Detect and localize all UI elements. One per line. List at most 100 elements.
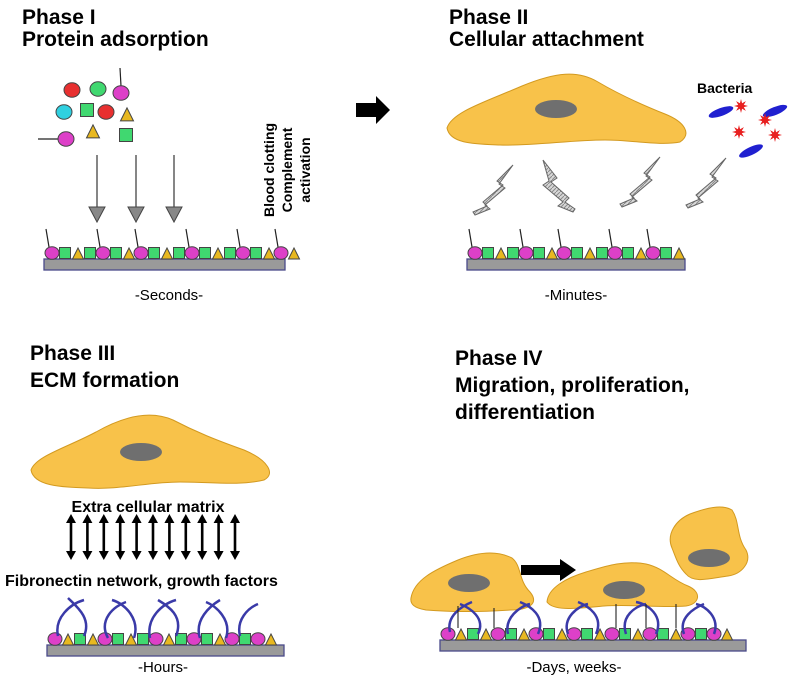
phase2-cell	[446, 73, 687, 146]
protein-circle	[148, 632, 164, 646]
phase4-cell-right	[669, 506, 749, 581]
fibronectin-fiber	[103, 600, 127, 639]
protein-circle	[184, 246, 200, 260]
protein-square	[224, 247, 236, 259]
bacteria-star-icon	[768, 128, 782, 142]
protein-triangle	[71, 246, 85, 260]
substrate-surface	[439, 639, 747, 652]
phase1-timescale: -Seconds-	[135, 287, 203, 304]
protein-triangle	[454, 627, 468, 641]
substrate-surface	[46, 644, 285, 657]
fibronectin-fiber	[519, 600, 542, 635]
fibronectin-fiber	[56, 598, 85, 637]
bacteria-rod-icon	[708, 106, 734, 118]
fibronectin-fiber	[459, 602, 482, 635]
phase3-substrate	[46, 632, 285, 657]
protein-square	[59, 247, 71, 259]
protein-circle	[607, 246, 623, 260]
substrate-surface	[43, 258, 286, 271]
protein-triangle	[555, 627, 569, 641]
double-arrow-up-head	[148, 514, 158, 523]
double-arrow-down-head	[197, 551, 208, 560]
phase3-double-arrows	[66, 514, 240, 560]
protein-stem	[45, 228, 50, 248]
cell-nucleus	[535, 100, 577, 118]
protein-square	[137, 633, 149, 645]
protein-circle	[518, 246, 534, 260]
protein-triangle	[494, 246, 508, 260]
double-arrow-down-head	[98, 551, 109, 560]
phase3-timescale: -Hours-	[138, 659, 188, 676]
protein-circle	[556, 246, 572, 260]
double-arrow-down-head	[230, 551, 240, 560]
protein-square	[74, 633, 86, 645]
fibronectin-fiber	[197, 598, 221, 639]
protein-circle	[273, 246, 289, 260]
protein-square	[507, 247, 519, 259]
protein-circle	[440, 627, 456, 641]
right-arrow-icon	[521, 559, 576, 581]
protein-triangle	[517, 627, 531, 641]
phase2-timescale: -Minutes-	[545, 287, 608, 304]
double-arrow-down-head	[66, 551, 76, 560]
protein-triangle	[593, 627, 607, 641]
double-arrow-up-head	[115, 514, 126, 523]
protein-circle	[250, 632, 266, 646]
side-label-line1: Blood clotting	[261, 123, 277, 217]
double-arrow-down-head	[213, 551, 224, 560]
phase1-substrate	[43, 228, 301, 271]
protein-triangle	[720, 627, 734, 641]
bacteria-group	[708, 99, 788, 158]
right-arrow-icon	[356, 96, 390, 124]
phase2-lightning-arrows	[472, 156, 727, 216]
phase3-fibronectin-network	[56, 597, 259, 639]
diagram-graphics	[30, 67, 788, 657]
protein-square	[622, 247, 634, 259]
protein-circle	[47, 632, 63, 646]
phase3-title-line2: ECM formation	[30, 369, 179, 392]
protein-circle	[55, 104, 73, 120]
protein-circle	[467, 246, 483, 260]
phase3-cell	[30, 414, 270, 489]
protein-circle	[528, 627, 544, 641]
protein-square	[239, 633, 251, 645]
phase4-title-line1: Phase IV	[455, 347, 543, 370]
fibronectin-fiber	[448, 600, 473, 633]
protein-triangle	[262, 246, 276, 260]
protein-square	[201, 633, 213, 645]
double-arrow-down-head	[148, 551, 158, 560]
lightning-arrow-icon	[685, 157, 727, 209]
fibronectin-fiber	[577, 600, 600, 635]
bacteria-star-icon	[732, 125, 746, 139]
phase4-cell-left	[410, 552, 535, 612]
phase4-substrate	[439, 627, 747, 652]
protein-stem	[608, 228, 613, 248]
protein-square	[505, 628, 517, 640]
substrate-surface	[466, 258, 686, 271]
protein-triangle	[162, 632, 176, 646]
fibronectin-fiber	[635, 600, 660, 635]
protein-triangle	[672, 246, 686, 260]
protein-circle	[604, 627, 620, 641]
protein-triangle	[211, 246, 225, 260]
protein-square	[110, 247, 122, 259]
phase2-title-line1: Phase II	[449, 6, 528, 29]
protein-circle	[89, 81, 107, 97]
protein-circle	[490, 627, 506, 641]
fibronectin-fiber	[237, 602, 259, 637]
lightning-arrow-icon	[619, 156, 661, 208]
protein-square	[660, 247, 672, 259]
protein-triangle	[669, 627, 683, 641]
double-arrow-up-head	[230, 514, 240, 523]
protein-square	[482, 247, 494, 259]
bacteria-label: Bacteria	[697, 80, 752, 96]
protein-stem	[557, 228, 562, 248]
protein-circle	[112, 85, 130, 101]
protein-circle	[566, 627, 582, 641]
phase1-adsorption-arrows	[88, 155, 183, 224]
protein-stem	[96, 228, 101, 248]
protein-circle	[235, 246, 251, 260]
phase4-title-line2: Migration, proliferation,	[455, 374, 690, 397]
double-arrow-down-head	[131, 551, 142, 560]
